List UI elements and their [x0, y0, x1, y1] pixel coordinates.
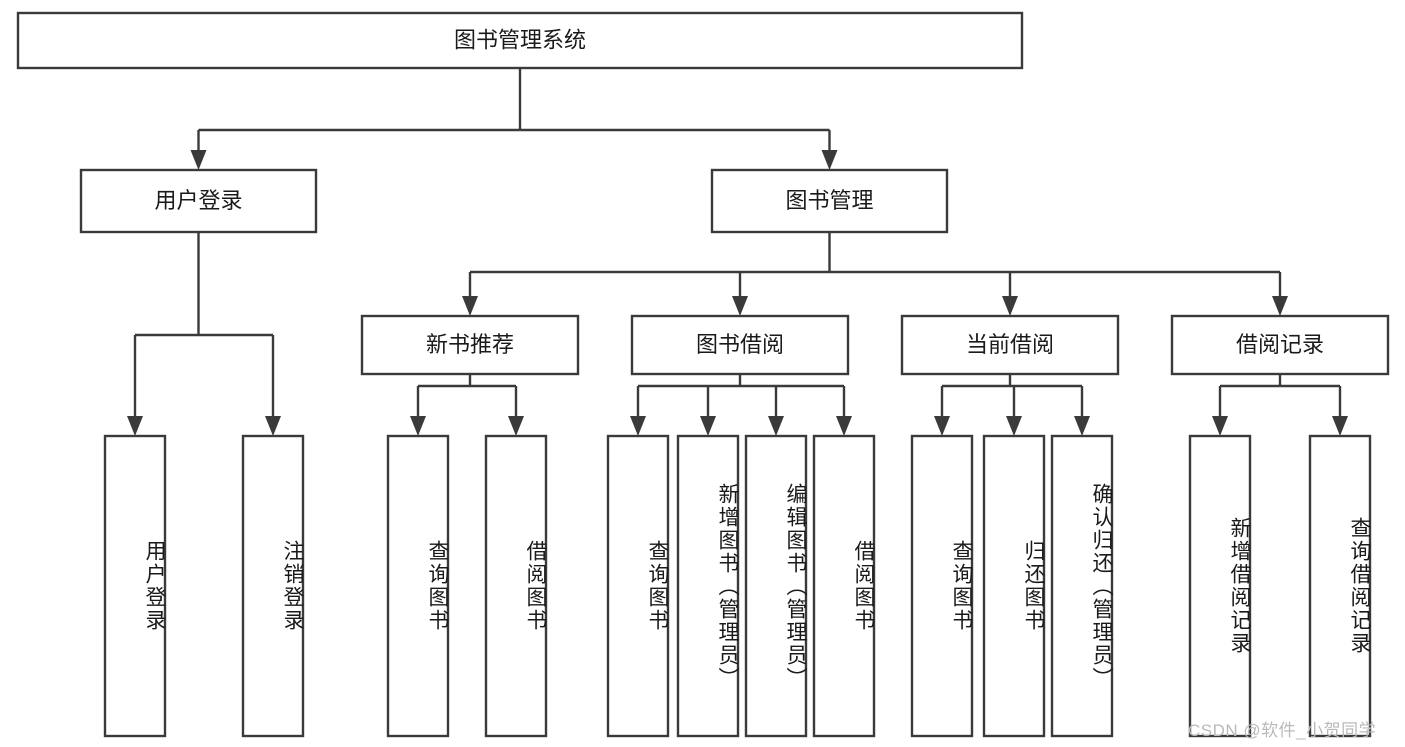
node-label-current: 当前借阅: [966, 332, 1054, 357]
arrow-head-icon: [410, 416, 426, 436]
node-leaf-rc-query[interactable]: [1308, 434, 1372, 738]
node-layer: [16, 11, 1390, 738]
node-leaf-user-login[interactable]: [103, 434, 167, 738]
arrow-head-icon: [190, 150, 207, 170]
node-leaf-bw-edit[interactable]: [744, 434, 808, 738]
node-current[interactable]: [900, 314, 1120, 376]
node-login[interactable]: [79, 168, 318, 234]
node-newbook[interactable]: [360, 314, 580, 376]
arrow-head-icon: [934, 416, 950, 436]
node-label-newbook: 新书推荐: [426, 332, 514, 357]
node-leaf-bw-add[interactable]: [676, 434, 740, 738]
node-leaf-bw-query[interactable]: [606, 434, 670, 738]
node-bookmgmt[interactable]: [710, 168, 949, 234]
node-records[interactable]: [1170, 314, 1390, 376]
node-leaf-cb-confirm[interactable]: [1050, 434, 1114, 738]
arrow-head-icon: [462, 296, 478, 316]
node-root[interactable]: [16, 11, 1024, 70]
arrow-head-icon: [1006, 416, 1022, 436]
connector-layer: [127, 68, 1348, 436]
node-label-login: 用户登录: [154, 188, 242, 213]
arrow-head-icon: [700, 416, 716, 436]
arrow-head-icon: [1272, 296, 1288, 316]
arrow-head-icon: [1074, 416, 1090, 436]
arrow-head-icon: [265, 416, 281, 436]
node-leaf-cb-return[interactable]: [982, 434, 1046, 738]
arrow-head-icon: [768, 416, 784, 436]
arrow-head-icon: [836, 416, 852, 436]
node-label-records: 借阅记录: [1236, 332, 1324, 357]
arrow-head-icon: [1212, 416, 1228, 436]
arrow-head-icon: [1002, 296, 1018, 316]
arrow-head-icon: [1332, 416, 1348, 436]
node-leaf-nb-borrow[interactable]: [484, 434, 548, 738]
node-leaf-user-logout[interactable]: [241, 434, 305, 738]
arrow-head-icon: [508, 416, 524, 436]
node-leaf-nb-query[interactable]: [386, 434, 450, 738]
node-label-root: 图书管理系统: [454, 27, 586, 52]
node-borrow[interactable]: [630, 314, 850, 376]
arrow-head-icon: [127, 416, 143, 436]
node-leaf-cb-query[interactable]: [910, 434, 974, 738]
arrow-head-icon: [821, 150, 838, 170]
arrow-head-icon: [630, 416, 646, 436]
node-label-borrow: 图书借阅: [696, 332, 784, 357]
node-leaf-rc-add[interactable]: [1188, 434, 1252, 738]
node-leaf-bw-borrow[interactable]: [812, 434, 876, 738]
watermark-label: CSDN @软件_小贺同学: [1188, 721, 1377, 740]
arrow-head-icon: [732, 296, 748, 316]
node-label-bookmgmt: 图书管理: [785, 188, 873, 213]
